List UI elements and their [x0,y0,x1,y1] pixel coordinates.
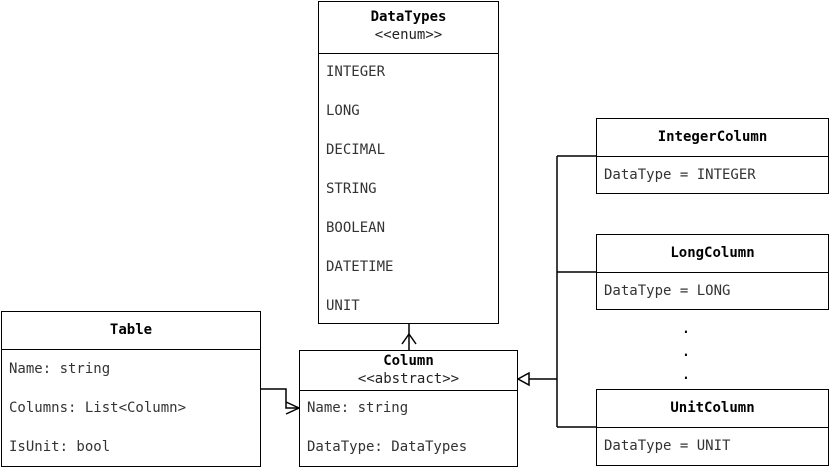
column-field: DataType: DataTypes [307,439,468,455]
table-field: IsUnit: bool [9,439,111,455]
datatypes-value: INTEGER [326,64,386,80]
datatypes-value: DECIMAL [326,142,386,158]
column-stereotype: <<abstract>> [357,371,460,387]
datatypes-value: DATETIME [326,259,394,275]
integer-column-header: IntegerColumn [597,119,828,157]
datatypes-value: UNIT [326,298,360,314]
table-field: Columns: List<Column> [9,400,187,416]
long-column-header: LongColumn [597,235,828,273]
column-header: Column <<abstract>> [300,351,517,391]
table-column-association-line [261,388,299,409]
datatypes-class: DataTypes <<enum>> INTEGER LONG DECIMAL … [318,1,499,324]
table-class: Table Name: string Columns: List<Column>… [1,311,261,467]
unit-column-title: UnitColumn [670,400,755,416]
table-title: Table [109,322,153,338]
long-column-field: DataType = LONG [604,283,731,299]
ellipsis-dot: . [681,364,691,383]
table-header: Table [2,312,260,350]
datatypes-title: DataTypes [370,9,447,25]
column-field: Name: string [307,400,409,416]
datatypes-value: LONG [326,103,360,119]
ellipsis-dot: . [681,341,691,360]
unit-column-header: UnitColumn [597,390,828,428]
unit-column-field: DataType = UNIT [604,438,731,454]
datatypes-value: BOOLEAN [326,220,386,236]
datatypes-crowsfoot [401,332,417,345]
column-class: Column <<abstract>> Name: string DataTyp… [299,350,518,467]
datatypes-header: DataTypes <<enum>> [319,2,498,54]
integer-column-title: IntegerColumn [657,129,768,145]
integer-column-class: IntegerColumn DataType = INTEGER [596,118,829,194]
integer-column-field: DataType = INTEGER [604,167,756,183]
long-column-title: LongColumn [670,245,755,261]
datatypes-stereotype: <<enum>> [374,27,443,43]
unit-column-class: UnitColumn DataType = UNIT [596,389,829,466]
table-field: Name: string [9,361,111,377]
column-title: Column [383,353,434,369]
datatypes-value: STRING [326,181,377,197]
inheritance-arrowhead [516,371,530,387]
long-column-class: LongColumn DataType = LONG [596,234,829,310]
ellipsis-dot: . [681,318,691,337]
